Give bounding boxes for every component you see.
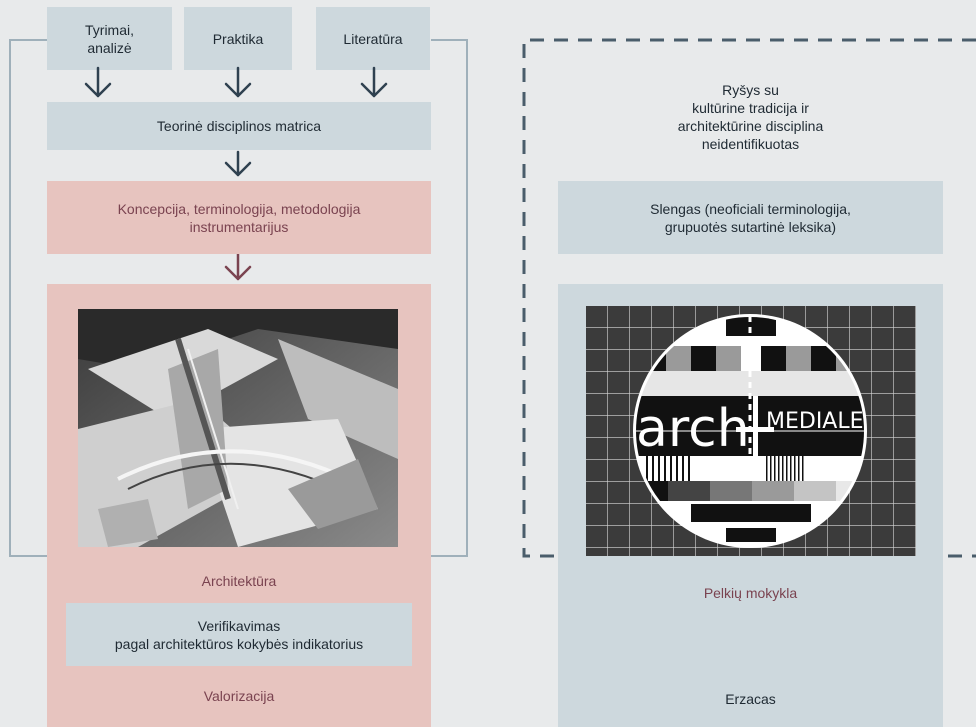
slang-box: Slengas (neoficiali terminologija, grupu… [558, 181, 943, 254]
source-practice: Praktika [184, 7, 292, 70]
valorization-label: Valorizacija [203, 688, 275, 704]
irritant-label: Erzacas [725, 691, 776, 707]
test-card-image: arch MEDIALE [586, 306, 916, 556]
theory-matrix: Teorinė disciplinos matrica [47, 102, 431, 150]
svg-text:MEDIALE: MEDIALE [766, 409, 864, 434]
verification-box: Verifikavimas pagal architektūros kokybė… [66, 603, 412, 666]
concept-box: Koncepcija, terminologija, metodologija … [47, 181, 431, 254]
test-card-logo-text: arch [636, 399, 750, 459]
source-literature: Literatūra [316, 7, 430, 70]
source-research: Tyrimai, analizė [47, 7, 172, 70]
architecture-label: Architektūra [201, 573, 277, 589]
school-label: Pelkių mokykla [703, 585, 798, 601]
architecture-model-photo [78, 309, 398, 547]
tradition-link-text: Ryšys su kultūrine tradicija ir architek… [677, 82, 824, 152]
